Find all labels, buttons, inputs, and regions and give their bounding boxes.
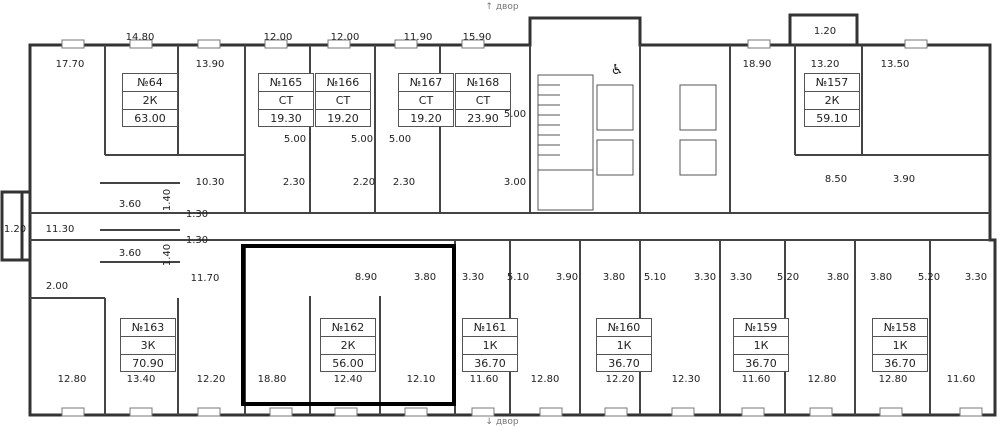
room-area: 3.90: [555, 272, 579, 283]
room-area: 17.70: [55, 59, 85, 70]
room-area: 14.80: [125, 32, 155, 43]
room-area: 3.00: [503, 177, 527, 188]
room-area: 13.90: [195, 59, 225, 70]
room-area: 18.80: [257, 374, 287, 385]
windows: [61, 39, 983, 417]
room-area: 12.10: [406, 374, 436, 385]
room-area: 1.30: [185, 235, 209, 246]
room-area: 12.80: [878, 374, 908, 385]
room-area: 12.80: [57, 374, 87, 385]
room-area: 1.40: [162, 243, 173, 267]
room-area: 5.00: [388, 134, 412, 145]
room-area: 10.30: [195, 177, 225, 188]
room-area: 5.00: [503, 109, 527, 120]
room-area: 3.60: [118, 199, 142, 210]
room-area: 3.80: [413, 272, 437, 283]
room-area: 13.50: [880, 59, 910, 70]
room-area: 11.60: [741, 374, 771, 385]
outer-walls: [0, 13, 997, 417]
room-area: 13.20: [810, 59, 840, 70]
room-area: 8.50: [824, 174, 848, 185]
room-area: 2.30: [282, 177, 306, 188]
room-area: 1.20: [3, 224, 27, 235]
room-area: 11.60: [469, 374, 499, 385]
room-area: 5.00: [283, 134, 307, 145]
room-area: 5.20: [776, 272, 800, 283]
room-area: 5.10: [643, 272, 667, 283]
room-area: 11.60: [946, 374, 976, 385]
room-area: 12.30: [671, 374, 701, 385]
room-area: 3.80: [869, 272, 893, 283]
room-area: 3.80: [602, 272, 626, 283]
room-area: 13.40: [126, 374, 156, 385]
room-area: 11.30: [45, 224, 75, 235]
room-area: 3.30: [729, 272, 753, 283]
room-area: 1.40: [162, 188, 173, 212]
room-area: 5.00: [350, 134, 374, 145]
room-area: 12.80: [807, 374, 837, 385]
room-area: 3.30: [964, 272, 988, 283]
room-area: 2.20: [352, 177, 376, 188]
room-area: 8.90: [354, 272, 378, 283]
stairs-and-lifts: [537, 74, 717, 211]
room-area: 12.00: [263, 32, 293, 43]
room-area: 12.20: [605, 374, 635, 385]
room-area: 12.00: [330, 32, 360, 43]
interior-walls: [30, 45, 990, 415]
room-area: 1.20: [813, 26, 837, 37]
compass-bottom: ↓ двор: [485, 417, 519, 427]
room-area: 3.30: [693, 272, 717, 283]
wheelchair-icon: ♿: [610, 62, 624, 78]
room-area: 11.90: [403, 32, 433, 43]
room-area: 18.90: [742, 59, 772, 70]
room-area: 12.40: [333, 374, 363, 385]
room-area: 15.90: [462, 32, 492, 43]
room-area: 1.30: [185, 209, 209, 220]
room-area: 3.30: [461, 272, 485, 283]
room-area: 3.60: [118, 248, 142, 259]
room-area: 12.80: [530, 374, 560, 385]
room-area: 5.10: [506, 272, 530, 283]
room-area: 12.20: [196, 374, 226, 385]
room-area: 11.70: [190, 273, 220, 284]
room-area: 5.20: [917, 272, 941, 283]
room-area: 3.80: [826, 272, 850, 283]
room-area: 2.00: [45, 281, 69, 292]
room-area: 2.30: [392, 177, 416, 188]
room-area: 3.90: [892, 174, 916, 185]
compass-top: ↑ двор: [485, 2, 519, 12]
